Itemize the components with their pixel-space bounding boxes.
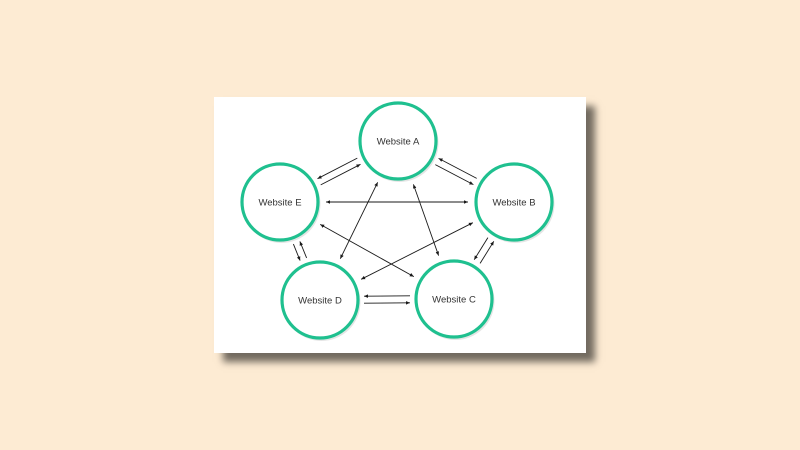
arrow-c-e (319, 224, 415, 277)
node-website-d: Website D (280, 260, 361, 341)
network-diagram: Website A Website B Website C Website D Webs… (240, 101, 555, 341)
node-circle (358, 101, 438, 181)
arrow-c-to-b (479, 241, 495, 264)
node-circle (414, 259, 494, 339)
node-circle (474, 162, 554, 242)
diagram-card: Website A Website B Website C Website D Webs… (214, 97, 586, 353)
node-website-a: Website A (358, 101, 439, 182)
arrow-a-to-e (317, 157, 358, 180)
node-circle (240, 162, 320, 242)
arrow-b-to-a (438, 158, 477, 179)
node-label: Website C (432, 295, 476, 306)
node-label: Website D (298, 296, 342, 307)
node-label: Website E (258, 198, 301, 209)
arrow-d-to-e (299, 241, 308, 259)
arrow-a-c (412, 184, 440, 256)
node-label: Website B (492, 198, 535, 209)
node-website-c: Website C (414, 259, 495, 340)
arrow-b-to-c (473, 237, 489, 260)
node-website-e: Website E (240, 162, 321, 243)
arrow-e-to-d (292, 243, 301, 261)
node-label: Website A (377, 137, 420, 148)
arrow-a-to-b (435, 164, 474, 185)
node-circle (280, 260, 360, 340)
node-website-b: Website B (474, 162, 555, 243)
arrow-a-d (339, 182, 379, 259)
arrow-e-to-a (320, 163, 361, 186)
